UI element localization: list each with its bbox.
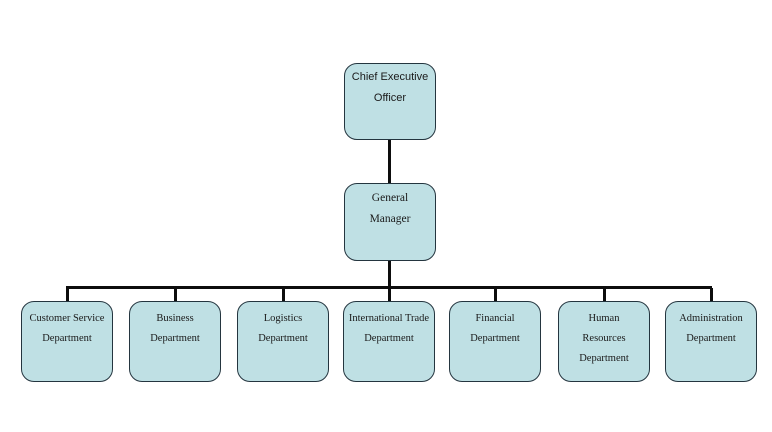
- node-label-line: Logistics: [263, 313, 303, 324]
- org-node-chief-executive-officer: Chief Executive Officer: [344, 63, 436, 140]
- org-node-logistics-department: Logistics Department: [237, 301, 329, 382]
- node-label-line: Business: [156, 313, 194, 324]
- org-node-customer-service-department: Customer Service Department: [21, 301, 113, 382]
- node-label-line: Human: [588, 313, 620, 324]
- org-node-human-resources-department: Human Resources Department: [558, 301, 650, 382]
- node-label-line: Chief Executive: [351, 71, 429, 83]
- connector-drop-customer-service: [66, 288, 69, 302]
- connector-drop-international-trade: [388, 288, 391, 302]
- node-label-line: Department: [579, 353, 629, 364]
- connector-drop-administration: [710, 288, 713, 302]
- node-label-line: Customer Service: [29, 313, 105, 324]
- node-label-line: Department: [686, 333, 736, 344]
- node-label-line: Financial: [475, 313, 515, 324]
- connector-gm-to-bus: [388, 261, 391, 288]
- org-node-administration-department: Administration Department: [665, 301, 757, 382]
- node-label-line: International Trade: [348, 313, 430, 324]
- org-node-international-trade-department: International Trade Department: [343, 301, 435, 382]
- node-label-line: Administration: [679, 313, 743, 324]
- org-node-general-manager: General Manager: [344, 183, 436, 261]
- node-label-line: General: [371, 192, 409, 204]
- connector-drop-financial: [494, 288, 497, 302]
- node-label-line: Department: [42, 333, 92, 344]
- connector-drop-human-resources: [603, 288, 606, 302]
- node-label-line: Department: [258, 333, 308, 344]
- connector-horizontal-bus: [66, 286, 712, 289]
- org-node-financial-department: Financial Department: [449, 301, 541, 382]
- connector-ceo-to-gm: [388, 140, 391, 183]
- node-label-line: Officer: [373, 92, 407, 104]
- node-label-line: Department: [364, 333, 414, 344]
- org-node-business-department: Business Department: [129, 301, 221, 382]
- node-label-line: Manager: [369, 213, 411, 225]
- connector-drop-logistics: [282, 288, 285, 302]
- node-label-line: Resources: [582, 333, 626, 344]
- connector-drop-business: [174, 288, 177, 302]
- node-label-line: Department: [150, 333, 200, 344]
- node-label-line: Department: [470, 333, 520, 344]
